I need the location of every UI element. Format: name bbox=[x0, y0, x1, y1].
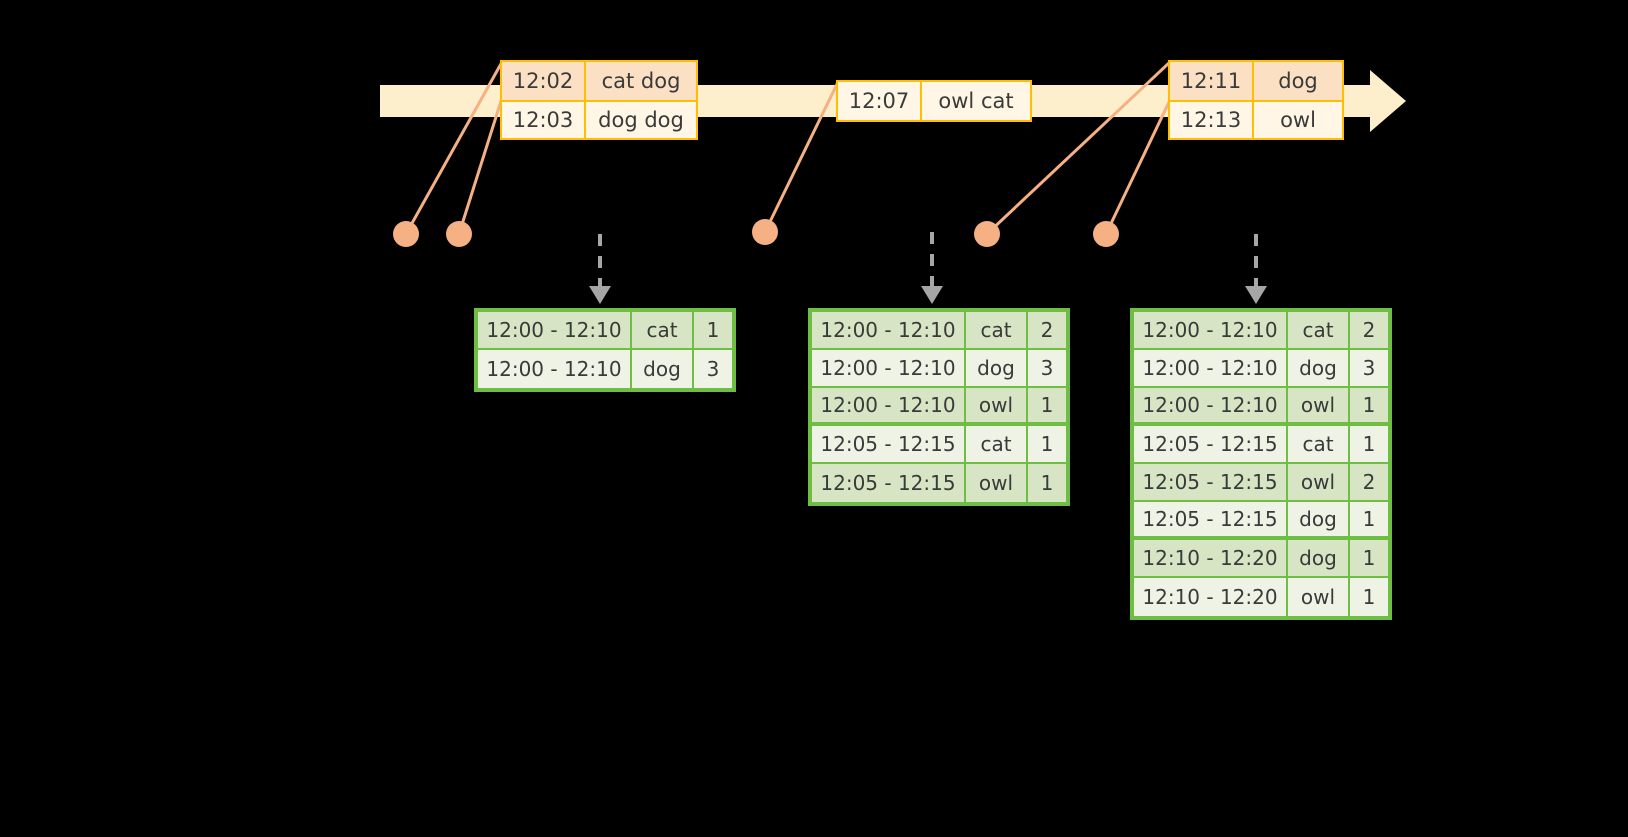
cell-word: dog bbox=[1288, 540, 1350, 578]
cell-window: 12:00 - 12:10 bbox=[478, 350, 632, 388]
cell-word: dog bbox=[1288, 350, 1350, 388]
cell-window: 12:00 - 12:10 bbox=[812, 350, 966, 388]
cell-word: owl bbox=[1288, 578, 1350, 616]
cell-window: 12:05 - 12:15 bbox=[1134, 502, 1288, 540]
cell-count: 2 bbox=[1350, 312, 1388, 350]
cell-window: 12:10 - 12:20 bbox=[1134, 540, 1288, 578]
event-dot-4 bbox=[974, 221, 1000, 247]
cell-window: 12:10 - 12:20 bbox=[1134, 578, 1288, 616]
cell-count: 1 bbox=[1028, 464, 1066, 502]
cell-count: 1 bbox=[1350, 426, 1388, 464]
cell-window: 12:05 - 12:15 bbox=[812, 426, 966, 464]
cell-word: dog bbox=[1288, 502, 1350, 540]
event-words: dog bbox=[1254, 62, 1342, 100]
cell-word: cat bbox=[1288, 426, 1350, 464]
cell-count: 3 bbox=[1028, 350, 1066, 388]
dashed-arrow-head-icon-3 bbox=[1245, 286, 1267, 304]
event-dot-1 bbox=[393, 221, 419, 247]
cell-count: 2 bbox=[1350, 464, 1388, 502]
event-time: 12:02 bbox=[502, 62, 586, 100]
event-time: 12:13 bbox=[1170, 102, 1254, 138]
cell-word: dog bbox=[632, 350, 694, 388]
dashed-arrow-head-icon-1 bbox=[589, 286, 611, 304]
cell-count: 1 bbox=[1350, 540, 1388, 578]
connector-line-2 bbox=[457, 97, 504, 235]
dashed-arrow-head-icon-2 bbox=[921, 286, 943, 304]
event-words: dog dog bbox=[586, 102, 696, 138]
timeline-arrow-icon bbox=[1370, 70, 1406, 132]
cell-window: 12:05 - 12:15 bbox=[812, 464, 966, 502]
event-dot-5 bbox=[1093, 221, 1119, 247]
cell-window: 12:05 - 12:15 bbox=[1134, 426, 1288, 464]
cell-window: 12:05 - 12:15 bbox=[1134, 464, 1288, 502]
cell-count: 1 bbox=[1350, 502, 1388, 540]
cell-window: 12:00 - 12:10 bbox=[478, 312, 632, 350]
cell-window: 12:00 - 12:10 bbox=[1134, 388, 1288, 426]
cell-word: owl bbox=[1288, 388, 1350, 426]
cell-window: 12:00 - 12:10 bbox=[1134, 312, 1288, 350]
event-dot-3 bbox=[752, 219, 778, 245]
dashed-arrows bbox=[589, 232, 1267, 304]
cell-window: 12:00 - 12:10 bbox=[812, 388, 966, 426]
cell-count: 1 bbox=[1028, 388, 1066, 426]
cell-word: owl bbox=[966, 388, 1028, 426]
cell-count: 1 bbox=[694, 312, 732, 350]
event-dot-2 bbox=[446, 221, 472, 247]
cell-count: 1 bbox=[1350, 578, 1388, 616]
event-time: 12:03 bbox=[502, 102, 586, 138]
cell-count: 1 bbox=[1350, 388, 1388, 426]
cell-word: owl bbox=[1288, 464, 1350, 502]
cell-word: cat bbox=[632, 312, 694, 350]
cell-word: cat bbox=[1288, 312, 1350, 350]
cell-count: 2 bbox=[1028, 312, 1066, 350]
cell-count: 3 bbox=[694, 350, 732, 388]
event-words: cat dog bbox=[586, 62, 696, 100]
cell-word: dog bbox=[966, 350, 1028, 388]
cell-word: owl bbox=[966, 464, 1028, 502]
connector-line-5 bbox=[1104, 99, 1172, 235]
cell-word: cat bbox=[966, 426, 1028, 464]
cell-window: 12:00 - 12:10 bbox=[1134, 350, 1288, 388]
cell-window: 12:00 - 12:10 bbox=[812, 312, 966, 350]
cell-count: 1 bbox=[1028, 426, 1066, 464]
event-words: owl bbox=[1254, 102, 1342, 138]
event-words: owl cat bbox=[922, 82, 1030, 120]
cell-word: cat bbox=[966, 312, 1028, 350]
event-time: 12:11 bbox=[1170, 62, 1254, 100]
event-time: 12:07 bbox=[838, 82, 922, 120]
cell-count: 3 bbox=[1350, 350, 1388, 388]
